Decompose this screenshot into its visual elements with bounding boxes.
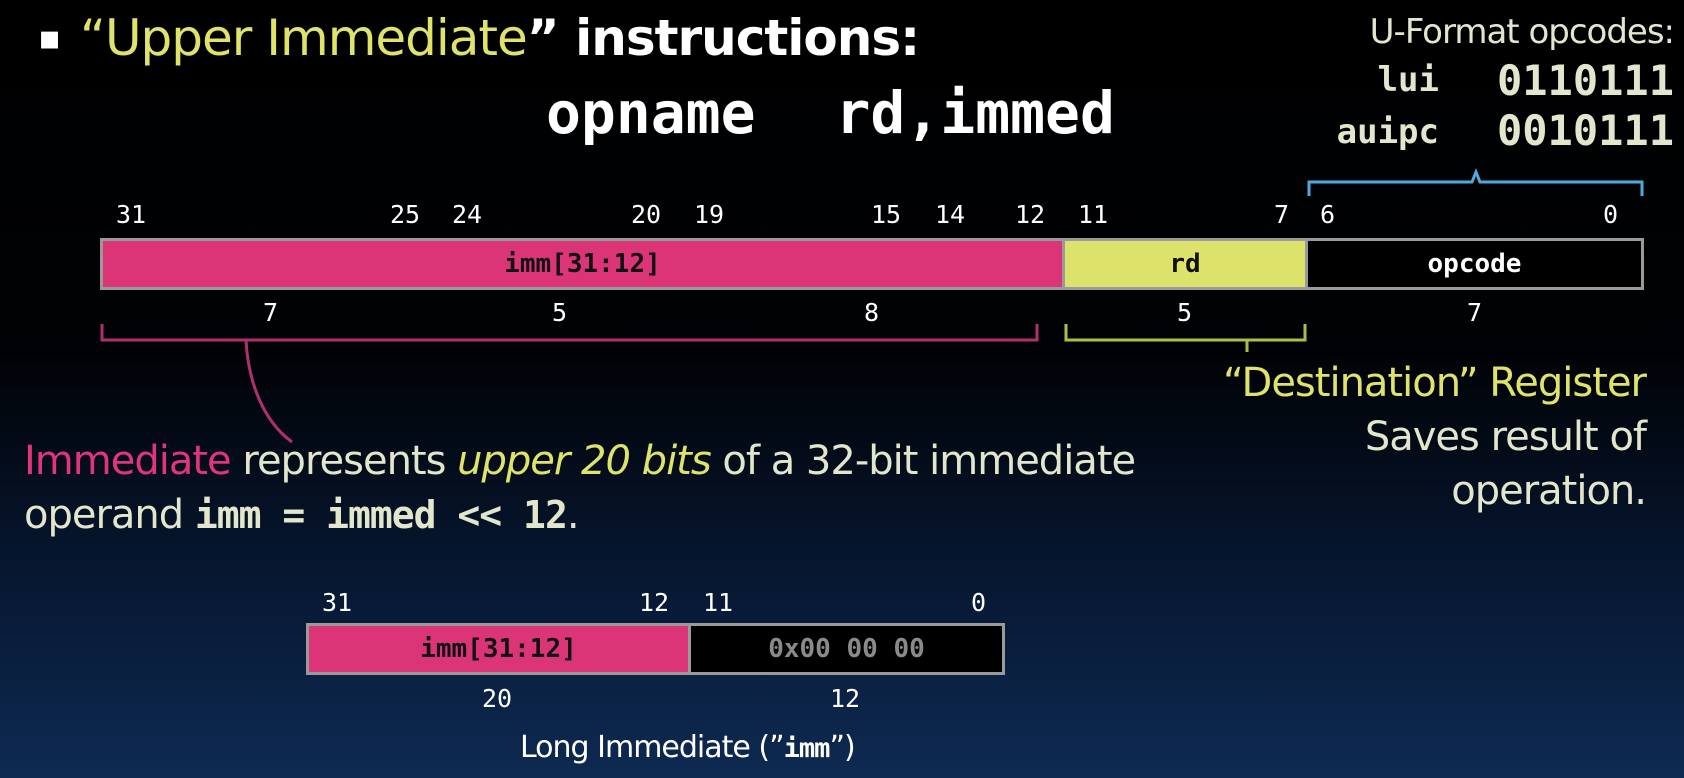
opcode-row-lui-name: lui: [1377, 60, 1439, 100]
field-opcode: opcode: [1305, 238, 1644, 290]
title-highlight: Upper Immediate: [104, 9, 528, 67]
title-open-quote: “: [80, 9, 106, 67]
immediate-code: imm = immed << 12: [194, 493, 568, 537]
immediate-text2: of a 32-bit immediate: [710, 438, 1136, 484]
opcode-row-auipc-code: 0010111: [1496, 106, 1674, 155]
bit-label-12: 12: [1015, 200, 1046, 229]
bit-label-19: 19: [694, 200, 725, 229]
long-imm-caption: Long Immediate (”imm”): [520, 730, 856, 765]
imm-brace: [100, 324, 1039, 342]
imm-callout-line: [244, 339, 293, 444]
immediate-text1: represents: [230, 438, 458, 484]
immediate-italic: upper 20 bits: [457, 438, 712, 484]
title-close-quote: ”: [526, 9, 560, 67]
long-field-zero: 0x00 00 00: [688, 623, 1005, 675]
bit-label-31: 31: [116, 200, 147, 229]
destination-line2: operation.: [1451, 468, 1647, 514]
bit-label-0: 0: [1603, 200, 1619, 229]
syntax-operands: rd,immed: [835, 79, 1115, 147]
bit-label-24: 24: [452, 200, 483, 229]
syntax-opname: opname: [546, 79, 756, 147]
caption-post: ”): [829, 730, 855, 765]
destination-line1: Saves result of: [1364, 414, 1647, 460]
long-bit-label-0: 0: [971, 588, 987, 617]
title-rest: instructions:: [558, 9, 920, 67]
bit-label-11: 11: [1078, 200, 1109, 229]
immediate-word: Immediate: [24, 438, 232, 484]
bit-label-20: 20: [631, 200, 662, 229]
bullet-icon: ▪: [38, 18, 61, 58]
rd-brace: [1064, 324, 1307, 352]
bit-label-6: 6: [1320, 200, 1336, 229]
bit-label-15: 15: [871, 200, 902, 229]
bit-label-25: 25: [390, 200, 421, 229]
long-bit-label-12: 12: [639, 588, 670, 617]
long-bit-label-11: 11: [703, 588, 734, 617]
slide-title: ▪ “Upper Immediate” instructions:: [38, 8, 920, 74]
opcode-heading: U-Format opcodes:: [1369, 12, 1675, 52]
long-size-20: 20: [482, 684, 513, 713]
destination-title: “Destination” Register: [1223, 360, 1647, 406]
long-field-imm: imm[31:12]: [306, 623, 691, 675]
long-size-12: 12: [830, 684, 861, 713]
immediate-note-line1: Immediate represents upper 20 bits of a …: [24, 438, 1136, 484]
immediate-note-line2: operand imm = immed << 12.: [24, 492, 580, 538]
opcode-brace: [1307, 167, 1644, 196]
long-bit-label-31: 31: [322, 588, 353, 617]
caption-code: imm: [783, 733, 831, 764]
opcode-row-auipc-name: auipc: [1336, 112, 1439, 152]
size-label-7b: 7: [1467, 298, 1483, 327]
size-label-5a: 5: [552, 298, 568, 327]
instruction-syntax: opname rd,immed: [546, 78, 1115, 148]
size-label-5b: 5: [1177, 298, 1193, 327]
size-label-7a: 7: [263, 298, 279, 327]
immediate-line2-text: operand: [24, 492, 195, 538]
field-imm: imm[31:12]: [100, 238, 1065, 290]
size-label-8: 8: [864, 298, 880, 327]
field-rd: rd: [1062, 238, 1308, 290]
bit-label-7: 7: [1274, 200, 1290, 229]
opcode-row-lui-code: 0110111: [1496, 56, 1674, 105]
caption-pre: Long Immediate (”: [520, 730, 785, 765]
immediate-period: .: [566, 492, 580, 538]
bit-label-14: 14: [935, 200, 966, 229]
